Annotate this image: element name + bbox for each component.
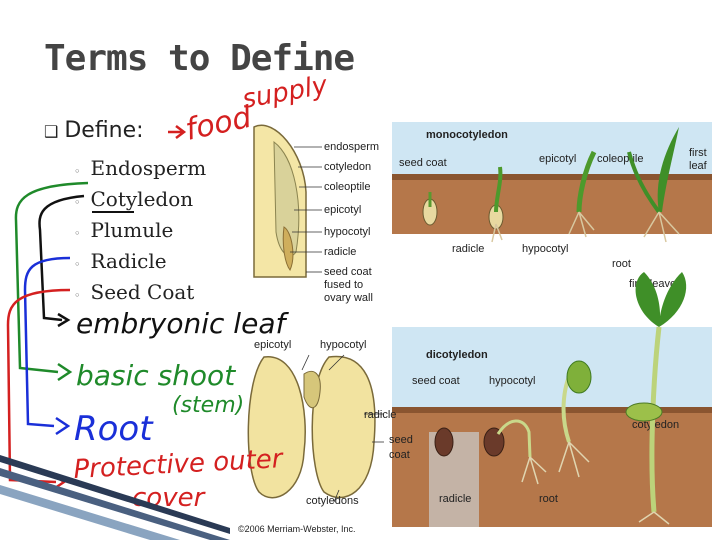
term-cotyledon: Cotyledon (90, 187, 194, 211)
mono-leader-lines (290, 146, 322, 273)
list-item: ◦ Plumule (74, 215, 206, 246)
mono-first-leaf-label: first (689, 147, 707, 159)
red-arrow-icon (51, 472, 67, 492)
mono-seed-coat-label: seed coat (399, 157, 447, 169)
di-root-label: root (539, 493, 558, 505)
blue-arrow-icon (55, 416, 71, 436)
di-cotyledons-label: cotyledons (306, 495, 359, 507)
di-sky (392, 327, 712, 407)
terms-list: ◦Endosperm ◦Cotyledon ◦Plumule ◦Radicle … (74, 153, 206, 308)
mono-sky (392, 122, 712, 174)
list-item: ◦ Seed Coat (74, 277, 206, 308)
red-arrow-icon (168, 125, 187, 139)
mono-coleoptile-label: coleoptile (597, 153, 643, 165)
di-hypocotyl-label: hypocotyl (489, 375, 535, 387)
seed-germination-figure: endosperm cotyledon coleoptile epicotyl … (234, 112, 720, 540)
mono-epicotyl-label: epicotyl (539, 153, 576, 165)
mono-hypocotyl-label: hypocotyl (522, 243, 568, 255)
label-epicotyl: epicotyl (324, 204, 361, 216)
di-epicotyl-label: epicotyl (254, 339, 291, 351)
label-ovary-wall: ovary wall (324, 292, 373, 304)
di-title: dicotyledon (426, 349, 488, 361)
label-cotyledon: cotyledon (324, 161, 371, 173)
bullet-icon: ◦ (74, 289, 81, 302)
di-radicle-side-label: radicle (364, 409, 396, 421)
mono-radicle-label: radicle (452, 243, 484, 255)
di-seed-section (247, 355, 376, 499)
mono-seedlings (422, 127, 680, 243)
list-item: ◦ Radicle (74, 246, 206, 277)
checkbox-bullet-icon: ❑ (44, 122, 59, 141)
term-plumule: Plumule (90, 218, 174, 242)
basic-shoot-annotation: basic shoot (76, 359, 236, 392)
define-heading: ❑ Define: (44, 118, 144, 143)
mono-first-leaf-label-2: leaf (689, 160, 708, 172)
di-seedlings (434, 272, 687, 525)
bullet-icon: ◦ (74, 227, 81, 240)
term-seed-coat: Seed Coat (90, 280, 195, 304)
di-seed-coat-label: seed coat (412, 375, 460, 387)
bullet-icon: ◦ (74, 258, 81, 271)
di-coat-side-label: coat (389, 449, 410, 461)
di-seed-side-label: seed (389, 434, 413, 446)
label-endosperm: endosperm (324, 141, 379, 153)
bullet-icon: ◦ (74, 165, 81, 178)
protective-annotation-2: cover (132, 483, 207, 513)
page-title: Terms to Define (44, 38, 355, 79)
label-seed-coat: seed coat (324, 266, 372, 278)
define-label: Define: (64, 118, 144, 143)
green-arrow-icon (57, 362, 73, 382)
label-coleoptile: coleoptile (324, 181, 370, 193)
mono-title: monocotyledon (426, 129, 508, 141)
label-radicle: radicle (324, 246, 356, 258)
bullet-icon: ◦ (74, 196, 81, 209)
di-hypocotyl-top-label: hypocotyl (320, 339, 366, 351)
di-radicle-label: radicle (439, 493, 471, 505)
list-item: ◦ Cotyledon (74, 184, 206, 215)
mono-root-label: root (612, 258, 631, 270)
copyright-text: ©2006 Merriam-Webster, Inc. (238, 524, 356, 534)
corner-decoration (0, 455, 230, 540)
label-fused-to: fused to (324, 279, 363, 291)
term-endosperm: Endosperm (90, 156, 207, 180)
di-cotyledon-label: cotyledon (632, 419, 679, 431)
term-radicle: Radicle (90, 249, 167, 273)
label-hypocotyl: hypocotyl (324, 226, 370, 238)
black-arrow-icon (57, 312, 71, 328)
root-annotation: Root (74, 409, 154, 449)
list-item: ◦ Endosperm (74, 153, 206, 184)
